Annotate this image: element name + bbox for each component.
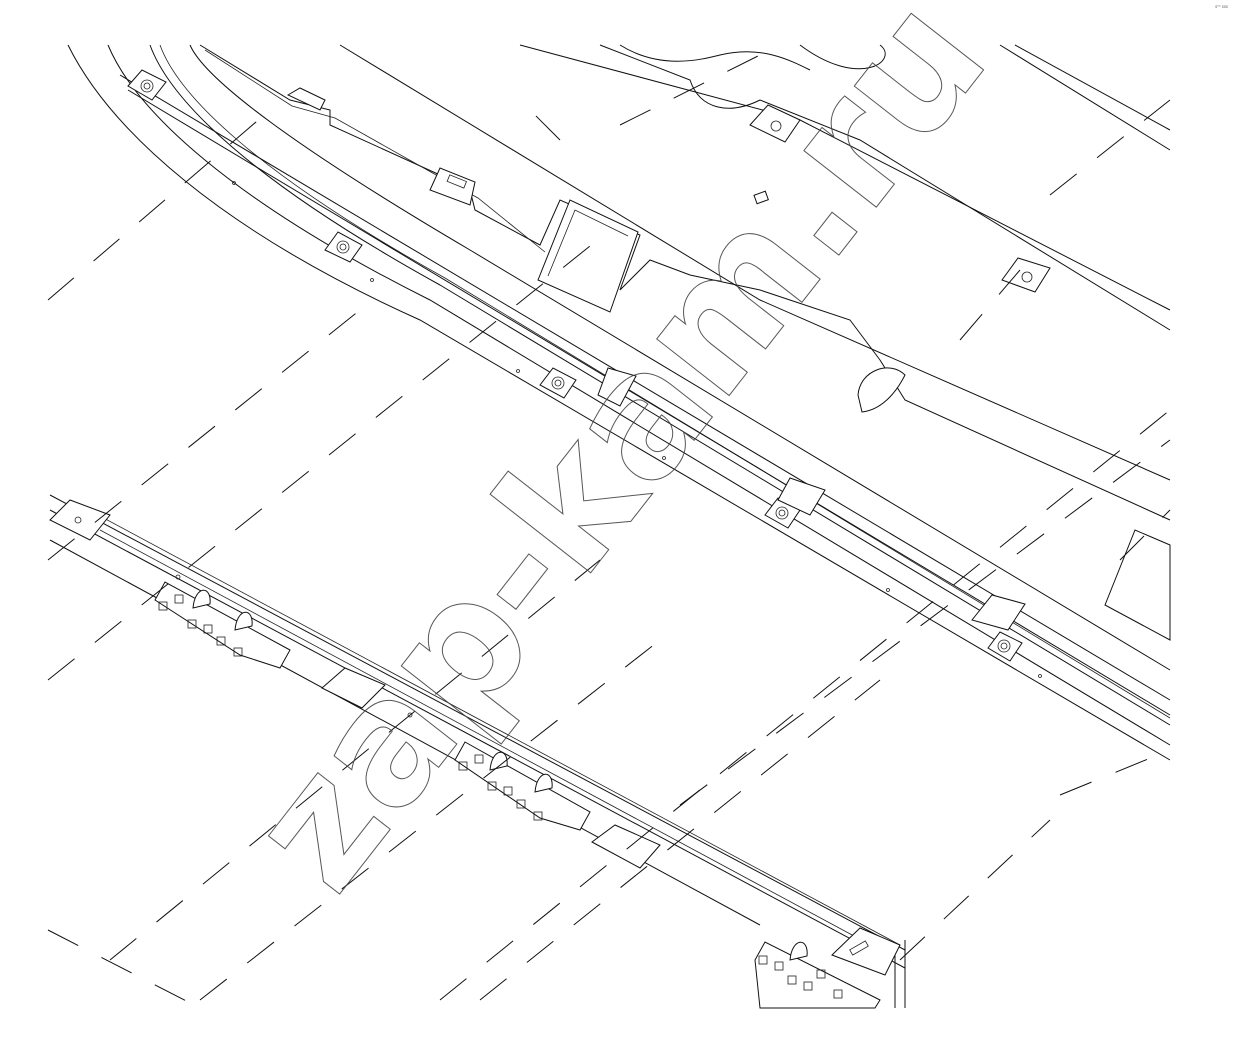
upper-panel [67, 44, 1171, 761]
strip-tab [971, 594, 1026, 631]
boss-upper-2 [1001, 257, 1051, 293]
rail-bracket [321, 667, 386, 709]
retainer-clip [127, 69, 167, 101]
lower-rail [49, 494, 906, 1009]
rail-bracket [831, 927, 901, 976]
rail-bracket [49, 499, 111, 541]
boss-upper-3 [286, 87, 326, 111]
nut-plate [454, 741, 591, 831]
retainer-clip [987, 631, 1023, 662]
clip-tab [857, 367, 906, 413]
strip-tab [597, 367, 637, 407]
retainer-strip [119, 69, 1171, 716]
gusset-right [1104, 529, 1171, 641]
nut-plate [754, 941, 881, 1009]
boss-upper-1 [749, 104, 801, 143]
retainer-clip [539, 367, 577, 399]
nut-plate [154, 581, 291, 669]
rail-bracket [591, 824, 661, 869]
corner-mark: s⁰⁰ sss [1215, 4, 1228, 9]
gusset-left [537, 199, 639, 313]
square-opening [753, 190, 769, 205]
assembly-lines [47, 44, 1171, 1009]
retainer-clip [324, 231, 363, 263]
strip-tab [777, 477, 826, 516]
watermark: zap-kam.ru [212, 0, 1024, 925]
slot-tab [429, 167, 476, 206]
